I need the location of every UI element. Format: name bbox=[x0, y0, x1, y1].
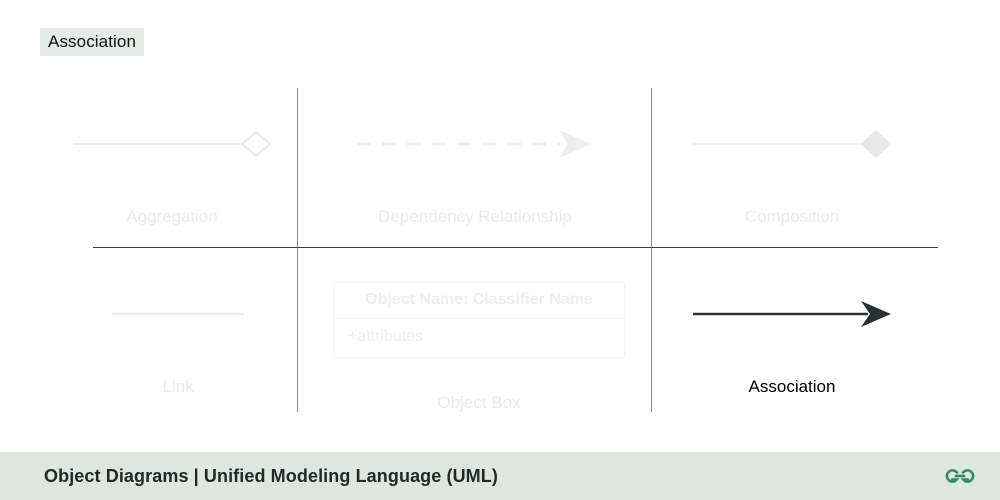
notation-cell-association: Association bbox=[660, 292, 924, 395]
vertical-divider-right bbox=[651, 88, 652, 412]
vertical-divider-left bbox=[297, 88, 298, 412]
footer-bar: Object Diagrams | Unified Modeling Langu… bbox=[0, 452, 1000, 500]
notation-cell-composition: Composition bbox=[660, 120, 924, 225]
dependency-arrow-icon bbox=[357, 130, 591, 158]
aggregation-icon bbox=[72, 130, 272, 158]
object-box-name-compartment: Object Name: Classifier Name bbox=[334, 283, 624, 319]
object-box-notation-art: Object Name: Classifier Name +attributes bbox=[316, 282, 642, 362]
cell-label-link: Link bbox=[162, 377, 194, 396]
dependency-notation-art bbox=[310, 120, 640, 168]
association-arrow-icon bbox=[693, 301, 891, 327]
composition-icon bbox=[692, 130, 891, 158]
composition-notation-art bbox=[660, 120, 924, 168]
notation-cell-object-box: Object Name: Classifier Name +attributes… bbox=[316, 282, 642, 411]
page-title: Association bbox=[40, 28, 145, 57]
notation-cell-link: Link bbox=[40, 292, 316, 395]
notation-cell-aggregation: Aggregation bbox=[40, 120, 304, 225]
object-box-attributes-compartment: +attributes bbox=[348, 328, 424, 345]
notation-cell-dependency: Dependency Relationship bbox=[310, 120, 640, 225]
horizontal-divider bbox=[93, 247, 938, 248]
cell-label-composition: Composition bbox=[744, 207, 840, 226]
link-notation-art bbox=[40, 292, 316, 336]
cell-label-object-box: Object Box bbox=[437, 393, 521, 412]
association-notation-art bbox=[660, 292, 924, 336]
geeksforgeeks-logo-icon bbox=[945, 469, 975, 483]
object-box: Object Name: Classifier Name +attributes bbox=[333, 282, 625, 358]
cell-label-aggregation: Aggregation bbox=[126, 207, 218, 226]
cell-label-dependency: Dependency Relationship bbox=[378, 207, 572, 226]
footer-title: Object Diagrams | Unified Modeling Langu… bbox=[44, 465, 498, 486]
aggregation-notation-art bbox=[40, 120, 304, 168]
cell-label-association: Association bbox=[748, 377, 836, 396]
link-line-icon bbox=[111, 312, 245, 316]
